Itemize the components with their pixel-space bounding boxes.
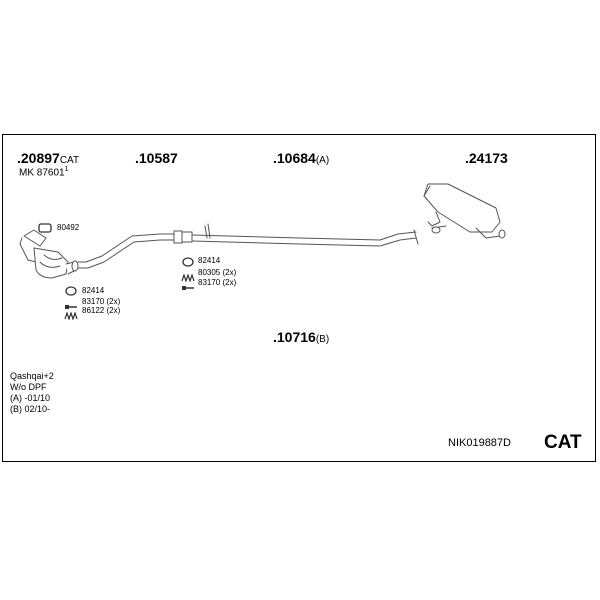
- catalytic-converter-icon: [19, 229, 79, 279]
- accessory-label: 86122 (2x): [82, 306, 121, 315]
- clamp-ring-icon: [181, 255, 195, 273]
- front-pipe-icon: [77, 230, 183, 269]
- clamp-ring-icon: [38, 221, 52, 239]
- accessory-label: 82414: [198, 256, 221, 265]
- middle-pipe-icon: [181, 223, 419, 247]
- note-model: Qashqai+2: [10, 371, 54, 381]
- bolt-icon: [64, 298, 78, 316]
- part-label-24173: .24173: [465, 150, 508, 166]
- muffler-icon: [423, 183, 506, 239]
- spring-icon: [64, 307, 78, 325]
- part-ref-mk87601: MK 876011: [19, 166, 69, 179]
- note-a: (A) -01/10: [10, 393, 51, 403]
- part-label-20897: .20897CAT: [17, 150, 80, 166]
- note-b: (B) 02/10-: [10, 404, 51, 414]
- category-label: CAT: [544, 432, 582, 453]
- accessory-label: 80305 (2x): [198, 268, 237, 277]
- note-variant: W/o DPF: [10, 382, 47, 392]
- clamp-ring-icon: [64, 284, 78, 302]
- accessory-label: 83170 (2x): [198, 278, 237, 287]
- bolt-icon: [181, 279, 195, 297]
- diagram-frame: [2, 134, 596, 462]
- accessory-label: 83170 (2x): [82, 297, 121, 306]
- part-label-10684: .10684(A): [273, 150, 330, 166]
- part-label-10587: .10587: [135, 150, 178, 166]
- spring-icon: [181, 269, 195, 287]
- accessory-label: 82414: [82, 286, 105, 295]
- part-label-10716: .10716(B): [273, 329, 330, 345]
- kit-code: NIK019887D: [448, 437, 511, 449]
- accessory-label: 80492: [57, 223, 80, 232]
